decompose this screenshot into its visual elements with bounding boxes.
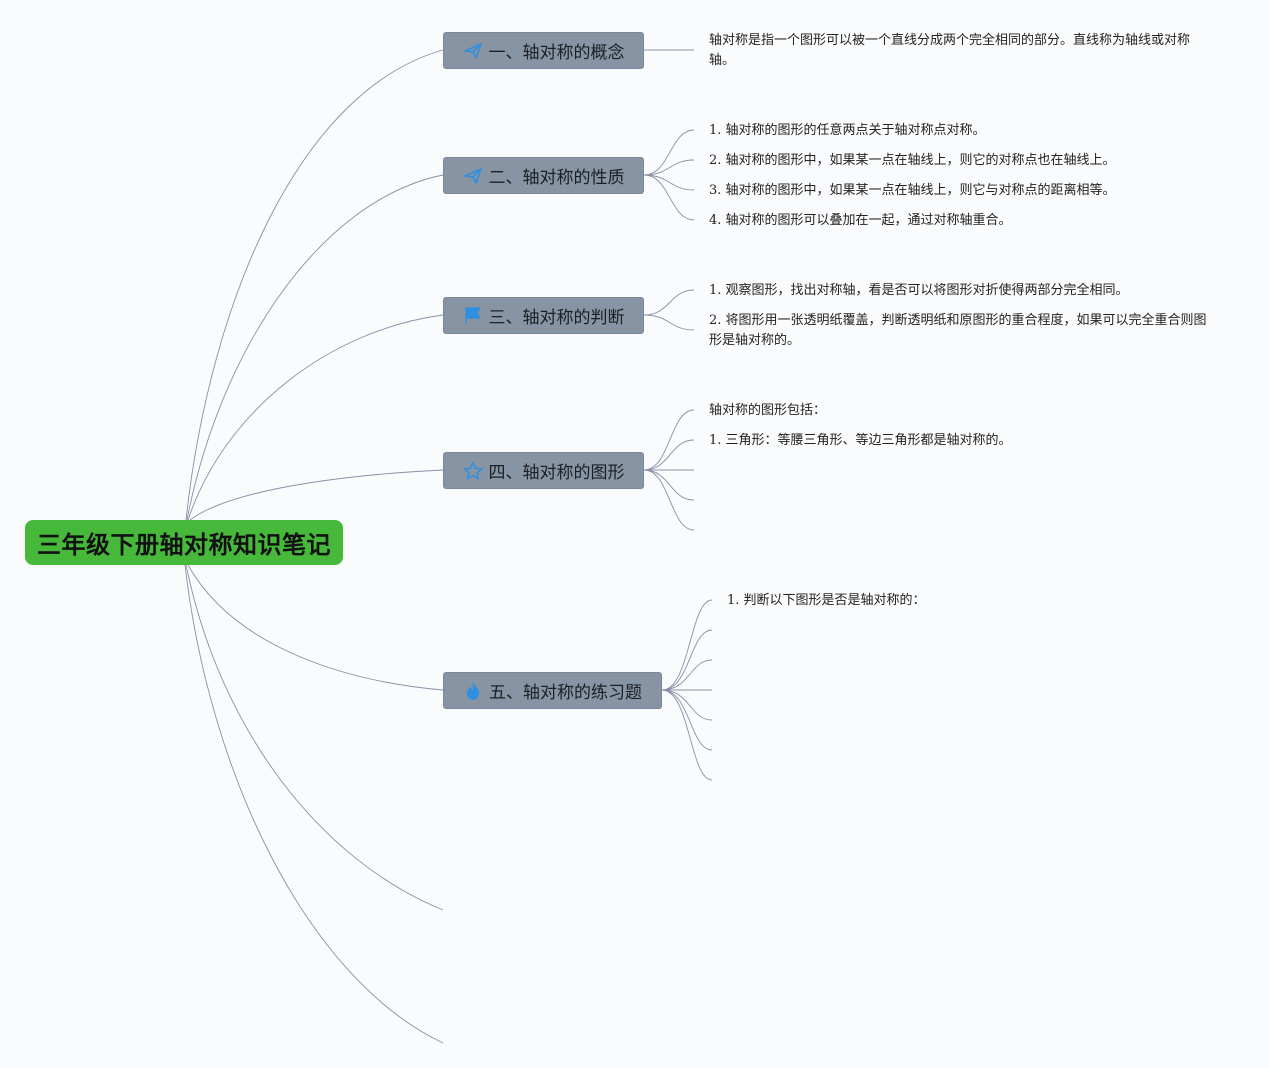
link-b2-note-1 (643, 129, 695, 176)
link-root-extra-1 (185, 564, 444, 911)
branch-label: 二、轴对称的性质 (488, 168, 625, 188)
link-b4-note-2 (643, 439, 695, 471)
branch-label: 五、轴对称的练习题 (489, 683, 642, 703)
branch-label: 三、轴对称的判断 (488, 308, 625, 328)
link-b5-empty-6 (661, 689, 713, 781)
paper-plane-icon (463, 41, 483, 61)
link-root-branch-4 (189, 469, 444, 521)
link-root-extra-2 (184, 564, 444, 1044)
note-property-3: 3. 轴对称的图形中，如果某一点在轴线上，则它与对称点的距离相等。 (709, 183, 1116, 198)
link-b3-note-1 (643, 289, 695, 316)
note-judgement-2: 2. 将图形用一张透明纸覆盖，判断透明纸和原图形的重合程度，如果可以完全重合则图… (709, 313, 1207, 348)
link-b5-empty-4 (661, 689, 713, 721)
link-b5-empty-5 (661, 689, 713, 751)
note-exercise-1: 1. 判断以下图形是否是轴对称的： (727, 593, 926, 608)
link-b2-note-2 (643, 159, 695, 176)
link-b4-empty-2 (643, 469, 695, 501)
branch-node-shapes[interactable]: 四、轴对称的图形 (443, 452, 644, 489)
link-b2-note-3 (643, 174, 695, 191)
link-b2-note-4 (643, 174, 695, 221)
note-judgement-1: 1. 观察图形，找出对称轴，看是否可以将图形对折使得两部分完全相同。 (709, 283, 1129, 298)
link-b5-note-1 (661, 599, 713, 691)
flame-icon (463, 681, 483, 701)
branch-node-concept[interactable]: 一、轴对称的概念 (443, 32, 644, 69)
branch-node-properties[interactable]: 二、轴对称的性质 (443, 157, 644, 194)
link-root-branch-1 (185, 49, 444, 521)
note-property-1: 1. 轴对称的图形的任意两点关于轴对称点对称。 (709, 123, 986, 138)
link-root-branch-3 (187, 314, 444, 521)
branch-node-exercises[interactable]: 五、轴对称的练习题 (443, 672, 662, 709)
note-shapes-1: 1. 三角形：等腰三角形、等边三角形都是轴对称的。 (709, 433, 1012, 448)
link-b5-empty-2 (661, 659, 713, 691)
link-root-branch-2 (186, 174, 444, 521)
link-b4-empty-3 (643, 469, 695, 531)
root-node[interactable]: 三年级下册轴对称知识笔记 (25, 520, 343, 565)
paper-plane-icon (463, 166, 483, 186)
link-b4-note-1 (643, 409, 695, 471)
link-b5-empty-1 (661, 629, 713, 691)
link-b3-note-2 (643, 314, 695, 331)
branch-label: 一、轴对称的概念 (488, 43, 625, 63)
root-title: 三年级下册轴对称知识笔记 (37, 531, 331, 559)
note-property-2: 2. 轴对称的图形中，如果某一点在轴线上，则它的对称点也在轴线上。 (709, 153, 1116, 168)
link-root-branch-5 (187, 564, 444, 691)
star-icon (463, 461, 483, 481)
branch-node-judgement[interactable]: 三、轴对称的判断 (443, 297, 644, 334)
note-concept-definition: 轴对称是指一个图形可以被一个直线分成两个完全相同的部分。直线称为轴线或对称轴。 (709, 33, 1191, 68)
note-property-4: 4. 轴对称的图形可以叠加在一起，通过对称轴重合。 (709, 213, 1012, 228)
flag-icon (463, 306, 483, 326)
note-shapes-intro: 轴对称的图形包括： (709, 403, 827, 418)
branch-label: 四、轴对称的图形 (488, 463, 625, 483)
